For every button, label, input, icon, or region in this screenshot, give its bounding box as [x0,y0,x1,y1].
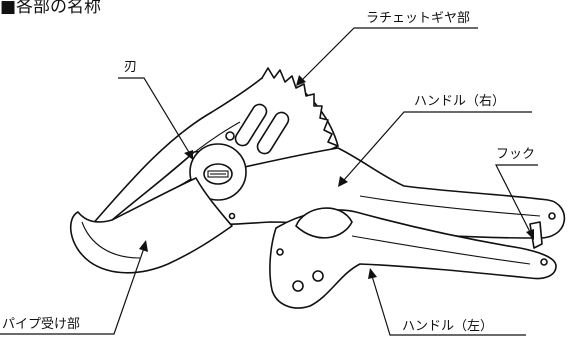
leader-handle-left [371,275,526,336]
arrow-hook [526,229,534,240]
label-handle-right: ハンドル（右） [414,94,505,109]
label-hook: フック [496,147,535,162]
leader-pipe-holder [0,247,145,335]
leader-ratchet-gear [301,27,478,81]
handle-pin [228,212,236,220]
tip-hole-right [548,212,556,220]
pipe-holder-inner [81,221,141,259]
label-blade: 刃 [124,60,137,75]
arrow-ratchet-gear [296,75,306,86]
leader-hook [495,164,538,233]
handle-left-outline [269,209,557,309]
arrow-handle-left [368,268,377,279]
label-handle-left: ハンドル（左） [402,319,493,334]
handle-joint-knob [295,207,353,239]
arrow-blade [184,150,193,160]
leader-handle-right [343,111,532,181]
leader-blade [118,77,191,155]
pipe-holder-jaw [70,177,233,274]
ratchet-slot-1 [234,103,268,147]
pipe-cutter-illustration [70,67,566,309]
handle-hole-1 [292,280,304,292]
section-heading: ■各部の名称 [0,0,101,17]
handle-right-outline [182,147,566,239]
ratchet-slot-2 [256,111,290,155]
label-pipe-holder: パイプ受け部 [2,317,80,332]
tip-hole-left [540,258,548,266]
hook-latch [529,221,543,249]
ratchet-teeth [261,67,339,147]
label-ratchet-gear: ラチェットギヤ部 [366,11,470,26]
arrow-handle-right [338,176,348,187]
handle-left-inner-line [351,235,531,265]
arrow-pipe-holder [139,240,148,252]
handle-hole-2 [312,270,324,282]
upper-pin [225,131,235,141]
handle-hole-3 [276,248,284,256]
logo-mark [207,170,229,178]
